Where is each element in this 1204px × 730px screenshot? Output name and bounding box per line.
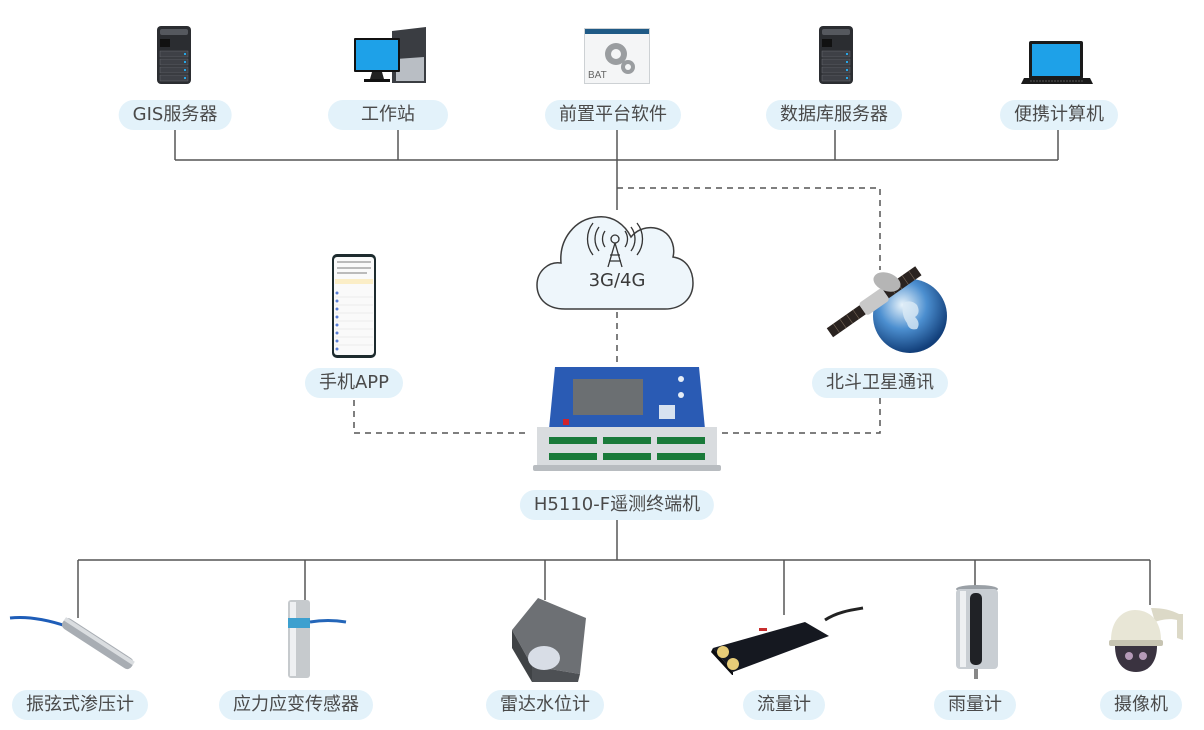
laptop-label: 便携计算机 bbox=[1000, 100, 1118, 130]
network-label: 3G/4G bbox=[588, 270, 646, 291]
bat-text: BAT bbox=[588, 70, 607, 81]
cloud-tower-icon bbox=[536, 216, 694, 310]
server-icon bbox=[157, 26, 191, 84]
radar-level-label: 雷达水位计 bbox=[486, 690, 604, 720]
piezometer-label: 振弦式渗压计 bbox=[12, 690, 148, 720]
db-server-label: 数据库服务器 bbox=[766, 100, 902, 130]
camera-label: 摄像机 bbox=[1100, 690, 1182, 720]
edge-mobile-terminal bbox=[353, 400, 525, 434]
ptz-camera-icon bbox=[1109, 608, 1183, 672]
rain-gauge-label: 雨量计 bbox=[934, 690, 1016, 720]
strain-sensor-label: 应力应变传感器 bbox=[219, 690, 373, 720]
rain-gauge-icon bbox=[956, 585, 998, 679]
laptop-icon bbox=[1021, 41, 1093, 84]
piezometer-icon bbox=[9, 616, 135, 670]
smartphone-icon bbox=[332, 254, 376, 358]
flow-meter-icon bbox=[711, 606, 864, 675]
strain-sensor-icon bbox=[288, 600, 347, 678]
frontend-software-label: 前置平台软件 bbox=[545, 100, 681, 130]
desktop-computer-icon bbox=[354, 27, 426, 83]
rtu-device-icon bbox=[533, 367, 721, 471]
bat-software-icon: BAT bbox=[584, 28, 650, 84]
flow-meter-label: 流量计 bbox=[743, 690, 825, 720]
radar-level-icon bbox=[512, 598, 586, 682]
beidou-satellite-label: 北斗卫星通讯 bbox=[812, 368, 948, 398]
gis-server-label: GIS服务器 bbox=[118, 100, 232, 130]
server-icon bbox=[819, 26, 853, 84]
satellite-globe-icon bbox=[826, 266, 947, 353]
mobile-app-label: 手机APP bbox=[304, 368, 404, 398]
workstation-label: 工作站 bbox=[328, 100, 448, 130]
edge-satellite-terminal bbox=[712, 398, 881, 434]
terminal-label: H5110-F遥测终端机 bbox=[519, 490, 715, 520]
